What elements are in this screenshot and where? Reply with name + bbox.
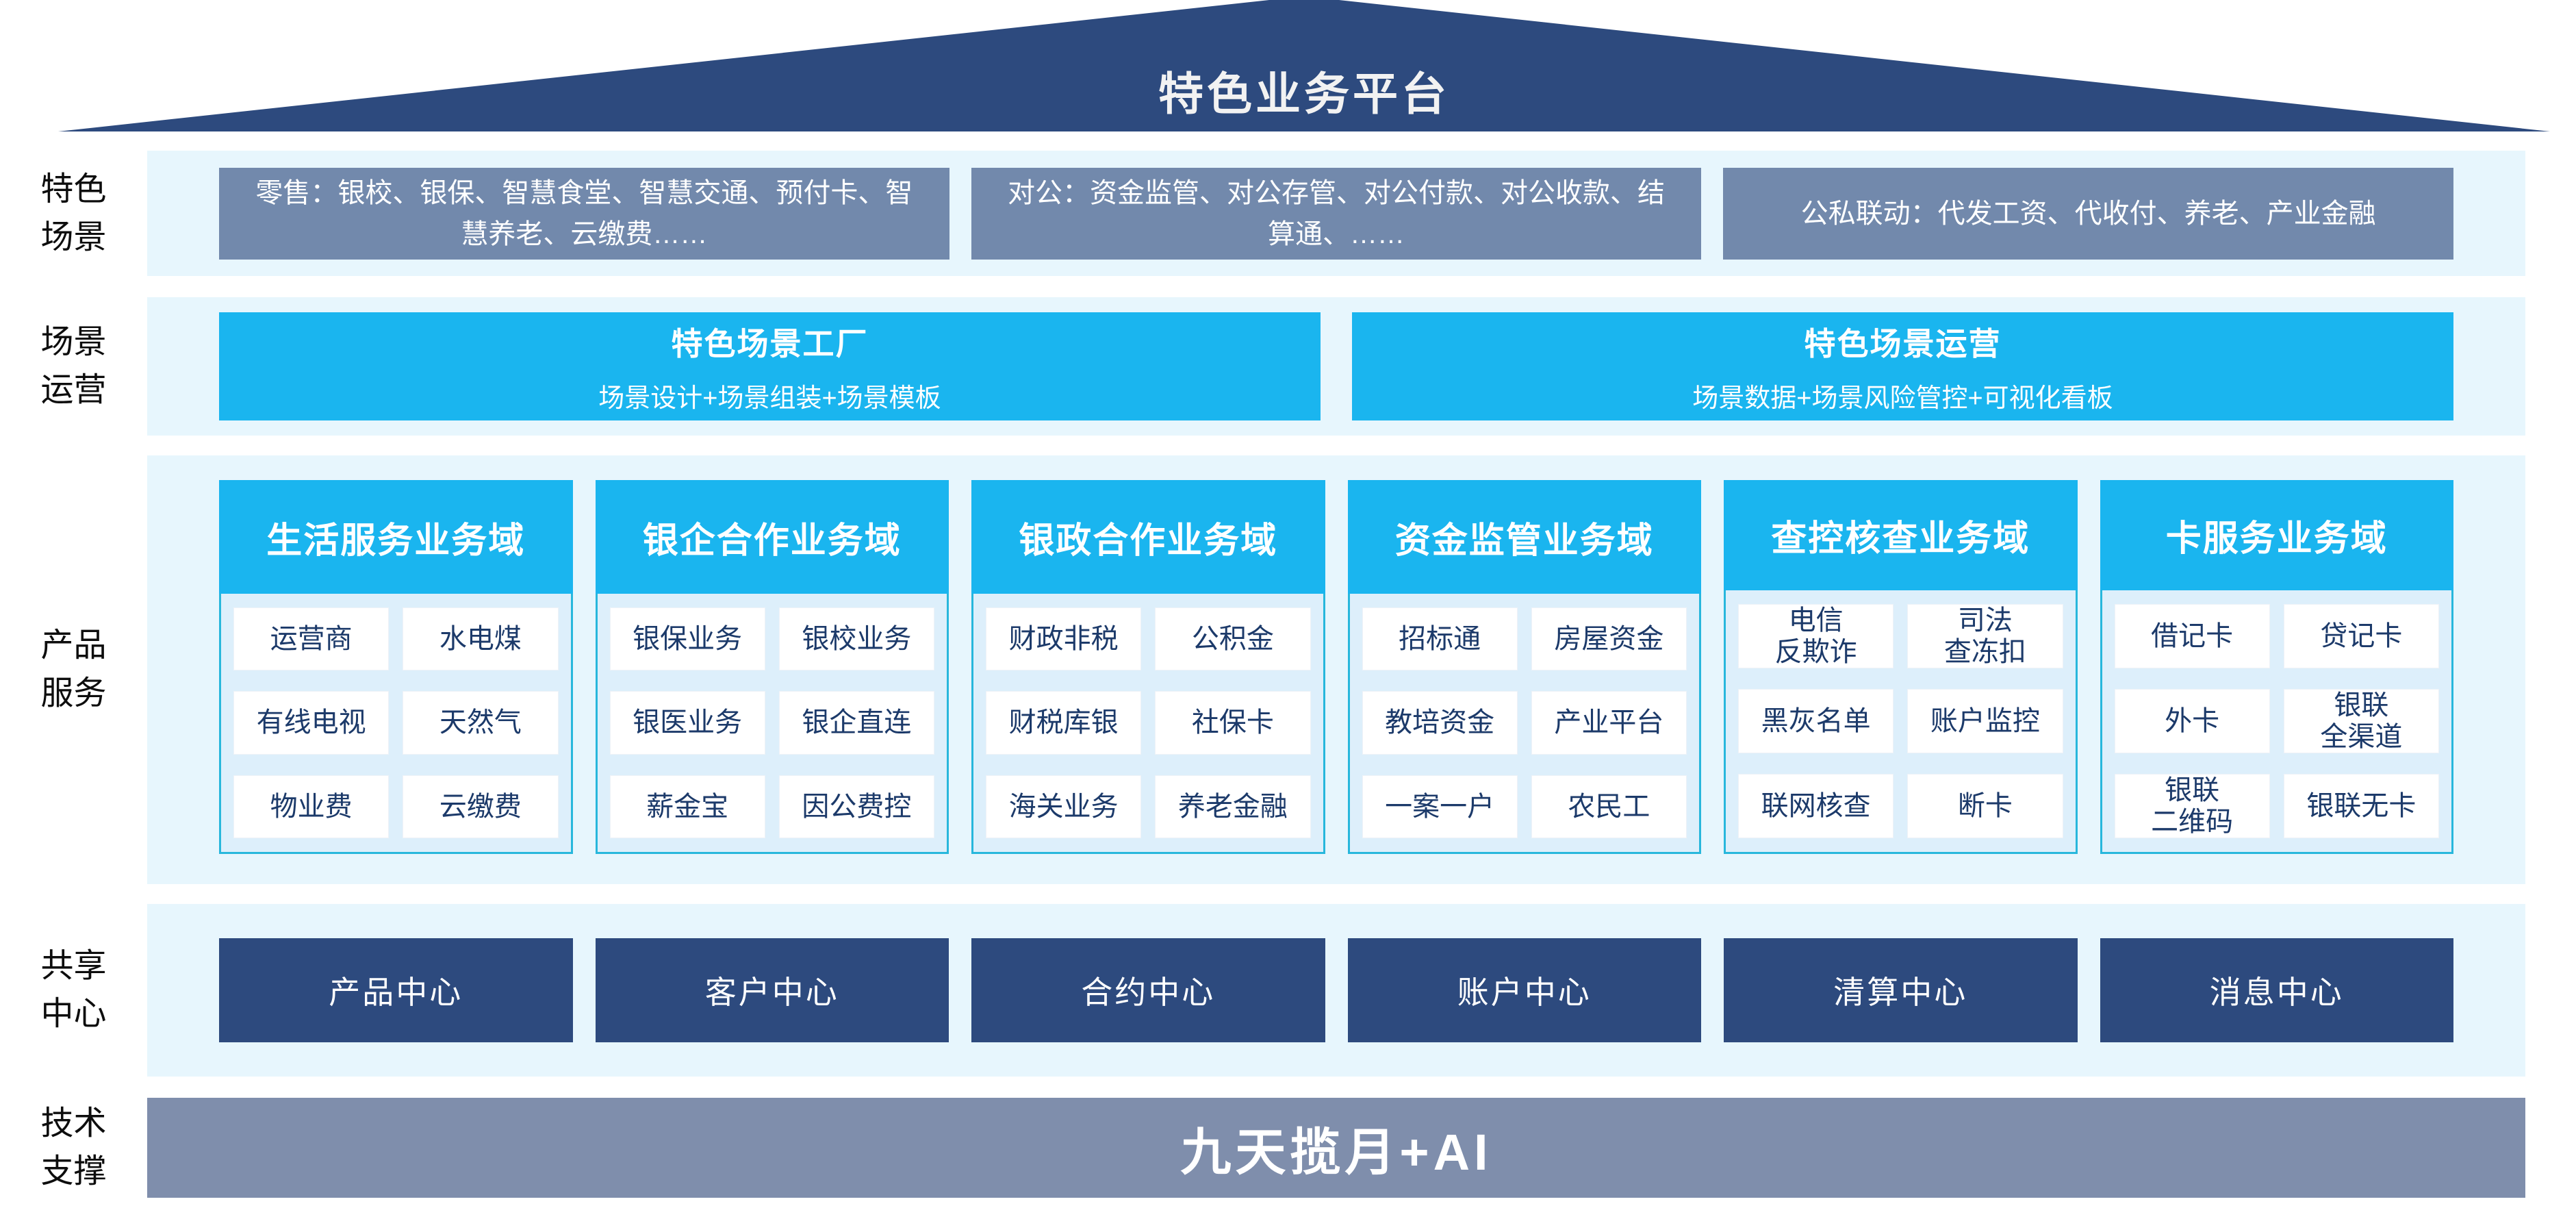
panel-body: 借记卡 贷记卡 外卡 银联 全渠道 银联 二维码 银联无卡 bbox=[2100, 590, 2453, 854]
panel-body: 财政非税 公积金 财税库银 社保卡 海关业务 养老金融 bbox=[971, 594, 1325, 854]
product-cell: 薪金宝 bbox=[609, 775, 765, 838]
panel-header: 银企合作业务域 bbox=[595, 480, 949, 594]
product-cell: 财税库银 bbox=[986, 691, 1142, 755]
row-label-operations: 场景 运营 bbox=[40, 324, 107, 408]
panel-header: 银政合作业务域 bbox=[971, 480, 1325, 594]
product-cell: 银企直连 bbox=[778, 691, 934, 755]
product-cell: 有线电视 bbox=[233, 691, 390, 755]
center-box-account: 账户中心 bbox=[1347, 938, 1701, 1042]
center-box-message: 消息中心 bbox=[2100, 938, 2453, 1042]
panel-body: 运营商 水电煤 有线电视 天然气 物业费 云缴费 bbox=[219, 594, 573, 854]
row-label-products: 产品 服务 bbox=[40, 627, 107, 712]
product-cell: 银联无卡 bbox=[2283, 774, 2439, 838]
ops-box-title: 特色场景工厂 bbox=[671, 325, 869, 362]
panel-fund-supervision: 资金监管业务域 招标通 房屋资金 教培资金 产业平台 一案一户 农民工 bbox=[1347, 480, 1701, 854]
ops-box-subtitle: 场景数据+场景风险管控+可视化看板 bbox=[1692, 384, 2113, 413]
product-cell: 账户监控 bbox=[1907, 689, 2063, 753]
product-cell: 运营商 bbox=[233, 607, 390, 671]
product-cell: 一案一户 bbox=[1362, 775, 1518, 838]
panel-header: 生活服务业务域 bbox=[219, 480, 573, 594]
shared-centers-band: 产品中心 客户中心 合约中心 账户中心 清算中心 消息中心 bbox=[147, 904, 2525, 1077]
product-cell: 断卡 bbox=[1907, 774, 2063, 838]
product-cell: 养老金融 bbox=[1155, 775, 1311, 838]
panel-body: 银保业务 银校业务 银医业务 银企直连 薪金宝 因公费控 bbox=[595, 594, 949, 854]
product-cell: 海关业务 bbox=[986, 775, 1142, 838]
panel-body: 电信 反欺诈 司法 查冻扣 黑灰名单 账户监控 联网核查 断卡 bbox=[1724, 590, 2078, 854]
scenes-band: 零售：银校、银保、智慧食堂、智慧交通、预付卡、智慧养老、云缴费…… 对公：资金监… bbox=[147, 151, 2525, 276]
product-cell: 因公费控 bbox=[778, 775, 934, 838]
center-box-contract: 合约中心 bbox=[971, 938, 1325, 1042]
panel-bank-government: 银政合作业务域 财政非税 公积金 财税库银 社保卡 海关业务 养老金融 bbox=[971, 480, 1325, 854]
product-cell: 社保卡 bbox=[1155, 691, 1311, 755]
panel-body: 招标通 房屋资金 教培资金 产业平台 一案一户 农民工 bbox=[1347, 594, 1701, 854]
panel-life-services: 生活服务业务域 运营商 水电煤 有线电视 天然气 物业费 云缴费 bbox=[219, 480, 573, 854]
platform-title: 特色业务平台 bbox=[1158, 68, 1450, 119]
center-box-clearing: 清算中心 bbox=[1724, 938, 2078, 1042]
panel-header: 查控核查业务域 bbox=[1724, 480, 2078, 590]
product-cell: 银校业务 bbox=[778, 607, 934, 671]
operations-band: 特色场景工厂 场景设计+场景组装+场景模板 特色场景运营 场景数据+场景风险管控… bbox=[147, 297, 2525, 436]
product-cell: 外卡 bbox=[2114, 689, 2270, 753]
product-cell: 公积金 bbox=[1155, 607, 1311, 671]
roof-banner: 特色业务平台 bbox=[58, 0, 2550, 131]
product-cell: 贷记卡 bbox=[2283, 604, 2439, 668]
product-cell: 银联 二维码 bbox=[2114, 774, 2270, 838]
scene-box-corporate: 对公：资金监管、对公存管、对公付款、对公收款、结算通、…… bbox=[971, 167, 1702, 260]
ops-box-scene-factory: 特色场景工厂 场景设计+场景组装+场景模板 bbox=[219, 312, 1321, 420]
row-label-scenes: 特色 场景 bbox=[40, 171, 107, 255]
ops-box-scene-operation: 特色场景运营 场景数据+场景风险管控+可视化看板 bbox=[1352, 312, 2453, 420]
product-cell: 物业费 bbox=[233, 775, 390, 838]
panel-inquiry-verification: 查控核查业务域 电信 反欺诈 司法 查冻扣 黑灰名单 账户监控 联网核查 断卡 bbox=[1724, 480, 2078, 854]
panel-bank-enterprise: 银企合作业务域 银保业务 银校业务 银医业务 银企直连 薪金宝 因公费控 bbox=[595, 480, 949, 854]
center-box-customer: 客户中心 bbox=[595, 938, 949, 1042]
center-box-product: 产品中心 bbox=[219, 938, 573, 1042]
product-cell: 招标通 bbox=[1362, 607, 1518, 671]
products-band: 生活服务业务域 运营商 水电煤 有线电视 天然气 物业费 云缴费 银企合作业务域… bbox=[147, 455, 2525, 884]
product-cell: 云缴费 bbox=[403, 775, 559, 838]
ops-box-title: 特色场景运营 bbox=[1804, 325, 2002, 362]
scene-box-public-private: 公私联动：代发工资、代收付、养老、产业金融 bbox=[1723, 167, 2454, 260]
product-cell: 教培资金 bbox=[1362, 691, 1518, 755]
row-label-shared: 共享 中心 bbox=[40, 948, 107, 1032]
product-cell: 借记卡 bbox=[2114, 604, 2270, 668]
panel-card-services: 卡服务业务域 借记卡 贷记卡 外卡 银联 全渠道 银联 二维码 银联无卡 bbox=[2100, 480, 2453, 854]
product-cell: 天然气 bbox=[403, 691, 559, 755]
product-cell: 银医业务 bbox=[609, 691, 765, 755]
product-cell: 房屋资金 bbox=[1531, 607, 1687, 671]
scene-box-retail: 零售：银校、银保、智慧食堂、智慧交通、预付卡、智慧养老、云缴费…… bbox=[219, 167, 949, 260]
product-cell: 联网核查 bbox=[1738, 774, 1894, 838]
panel-header: 资金监管业务域 bbox=[1347, 480, 1701, 594]
product-cell: 水电煤 bbox=[403, 607, 559, 671]
ops-box-subtitle: 场景设计+场景组装+场景模板 bbox=[598, 384, 941, 413]
product-cell: 黑灰名单 bbox=[1738, 689, 1894, 753]
row-label-tech: 技术 支撑 bbox=[40, 1105, 107, 1190]
tech-support-bar: 九天揽月+AI bbox=[147, 1098, 2525, 1198]
product-cell: 农民工 bbox=[1531, 775, 1687, 838]
product-cell: 银保业务 bbox=[609, 607, 765, 671]
panel-header: 卡服务业务域 bbox=[2100, 480, 2453, 590]
product-cell: 司法 查冻扣 bbox=[1907, 604, 2063, 668]
product-cell: 电信 反欺诈 bbox=[1738, 604, 1894, 668]
product-cell: 银联 全渠道 bbox=[2283, 689, 2439, 753]
product-cell: 财政非税 bbox=[986, 607, 1142, 671]
product-cell: 产业平台 bbox=[1531, 691, 1687, 755]
